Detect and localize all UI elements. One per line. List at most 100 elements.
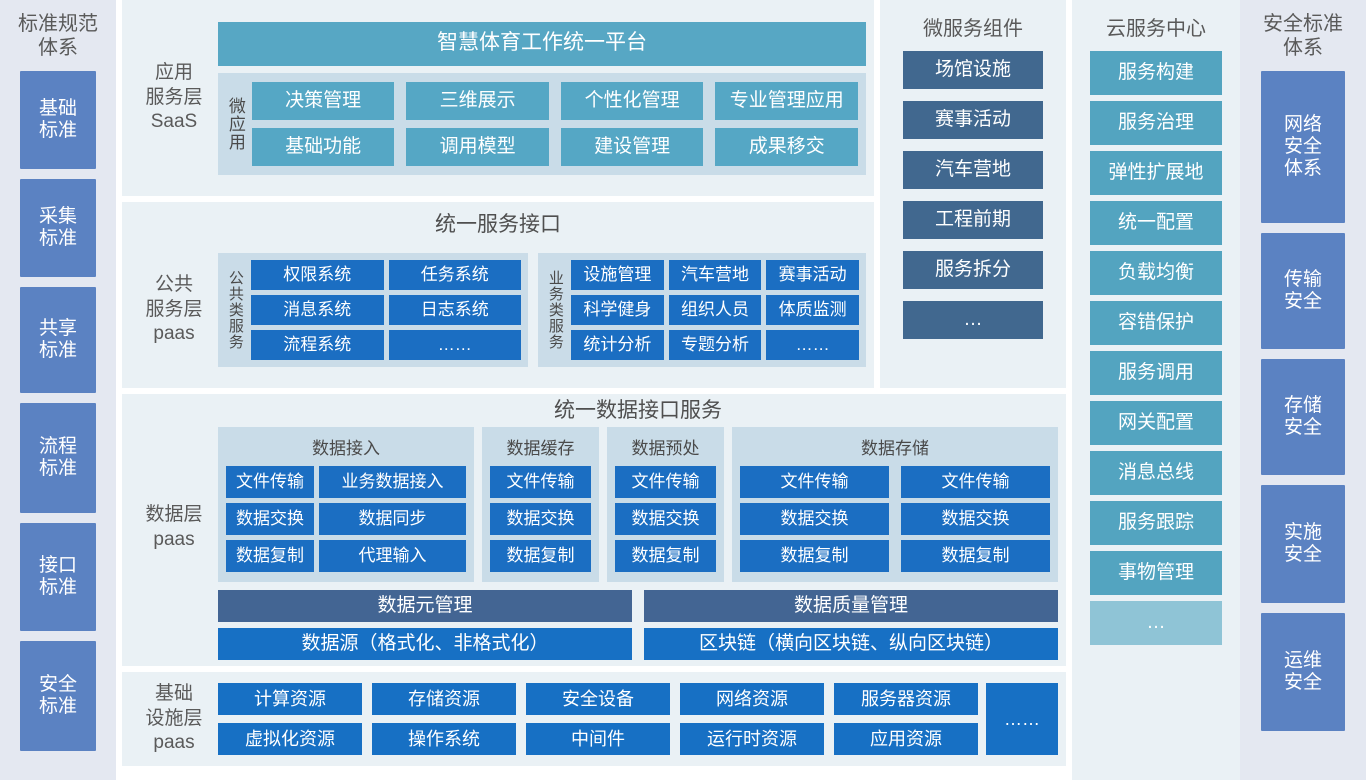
data-source-bar[interactable]: 数据源（格式化、非格式化） bbox=[218, 627, 632, 660]
infra-security-device[interactable]: 安全设备 bbox=[526, 683, 670, 715]
infra-storage-resource[interactable]: 存储资源 bbox=[372, 683, 516, 715]
security-item-implementation-security[interactable]: 实施 安全 bbox=[1261, 484, 1345, 603]
data-source-bars: 数据源（格式化、非格式化） 区块链（横向区块链、纵向区块链） bbox=[218, 627, 1058, 660]
data-access-agent-input[interactable]: 代理输入 bbox=[319, 539, 466, 572]
unified-data-interface-title: 统一数据接口服务 bbox=[554, 398, 722, 422]
data-cache-data-replication[interactable]: 数据复制 bbox=[490, 539, 591, 572]
data-access-data-replication[interactable]: 数据复制 bbox=[226, 539, 314, 572]
sidebar-item-interface-standard[interactable]: 接口 标准 bbox=[20, 522, 96, 631]
unified-platform-banner[interactable]: 智慧体育工作统一平台 bbox=[218, 21, 866, 66]
right-sidebar-title-line-2: 体系 bbox=[1283, 37, 1323, 60]
service-log-system[interactable]: 日志系统 bbox=[388, 295, 521, 325]
security-item-operations-security[interactable]: 运维 安全 bbox=[1261, 612, 1345, 731]
micro-app-3d-display[interactable]: 三维展示 bbox=[406, 81, 549, 120]
infra-application-resource[interactable]: 应用资源 bbox=[834, 723, 978, 755]
infra-runtime-resource[interactable]: 运行时资源 bbox=[680, 723, 824, 755]
microservice-column-title: 微服务组件 bbox=[923, 18, 1023, 40]
microservice-event-activity[interactable]: 赛事活动 bbox=[903, 101, 1043, 139]
cloud-service-tracing[interactable]: 服务跟踪 bbox=[1090, 501, 1222, 545]
micro-app-decision-management[interactable]: 决策管理 bbox=[251, 81, 395, 120]
data-access-business-data[interactable]: 业务数据接入 bbox=[319, 465, 466, 498]
cloud-message-bus[interactable]: 消息总线 bbox=[1090, 451, 1222, 495]
cloud-elastic-scaling[interactable]: 弹性扩展地 bbox=[1090, 151, 1222, 195]
microservice-venue-facility[interactable]: 场馆设施 bbox=[903, 51, 1043, 89]
data-access-data-sync[interactable]: 数据同步 bbox=[319, 502, 466, 535]
cloud-service-governance[interactable]: 服务治理 bbox=[1090, 101, 1222, 145]
data-cache-data-exchange[interactable]: 数据交换 bbox=[490, 502, 591, 535]
service-event-activity[interactable]: 赛事活动 bbox=[766, 260, 859, 290]
cloud-gateway-config[interactable]: 网关配置 bbox=[1090, 401, 1222, 445]
data-storage-file-transfer-2[interactable]: 文件传输 bbox=[901, 465, 1050, 498]
data-preprocess-data-replication[interactable]: 数据复制 bbox=[615, 539, 716, 572]
cloud-more[interactable]: … bbox=[1090, 601, 1222, 645]
cloud-unified-config[interactable]: 统一配置 bbox=[1090, 201, 1222, 245]
service-thematic-analysis[interactable]: 专题分析 bbox=[668, 330, 762, 360]
service-permission-system[interactable]: 权限系统 bbox=[251, 260, 384, 290]
data-quality-management-bar[interactable]: 数据质量管理 bbox=[644, 589, 1058, 622]
infra-virtualization-resource[interactable]: 虚拟化资源 bbox=[218, 723, 362, 755]
sidebar-item-basic-standard[interactable]: 基础 标准 bbox=[20, 70, 96, 169]
left-sidebar-title: 标准规范 体系 bbox=[0, 6, 116, 71]
data-cache-grid: 文件传输 数据交换 数据复制 bbox=[490, 465, 591, 572]
service-process-system[interactable]: 流程系统 bbox=[251, 330, 384, 360]
micro-app-container: 微应用 决策管理 三维展示 个性化管理 专业管理应用 基础功能 调用模型 建设管… bbox=[218, 72, 866, 175]
security-item-transmission-security[interactable]: 传输 安全 bbox=[1261, 232, 1345, 349]
data-storage-data-exchange-1[interactable]: 数据交换 bbox=[740, 502, 889, 535]
cloud-service-invocation[interactable]: 服务调用 bbox=[1090, 351, 1222, 395]
data-preprocess-data-exchange[interactable]: 数据交换 bbox=[615, 502, 716, 535]
service-business-more[interactable]: …… bbox=[766, 330, 859, 360]
service-organization-personnel[interactable]: 组织人员 bbox=[668, 295, 762, 325]
service-scientific-fitness[interactable]: 科学健身 bbox=[571, 295, 664, 325]
infra-middleware[interactable]: 中间件 bbox=[526, 723, 670, 755]
service-physical-monitoring[interactable]: 体质监测 bbox=[766, 295, 859, 325]
data-storage-data-replication-1[interactable]: 数据复制 bbox=[740, 539, 889, 572]
data-layer-label: 数据层 paas bbox=[145, 504, 203, 550]
cloud-transaction-management[interactable]: 事物管理 bbox=[1090, 551, 1222, 595]
infra-compute-resource[interactable]: 计算资源 bbox=[218, 683, 362, 715]
cloud-fault-tolerance[interactable]: 容错保护 bbox=[1090, 301, 1222, 345]
service-car-camp[interactable]: 汽车营地 bbox=[668, 260, 762, 290]
micro-app-professional-management[interactable]: 专业管理应用 bbox=[715, 81, 858, 120]
service-message-system[interactable]: 消息系统 bbox=[251, 295, 384, 325]
infra-operating-system[interactable]: 操作系统 bbox=[372, 723, 516, 755]
microservice-service-split[interactable]: 服务拆分 bbox=[903, 251, 1043, 289]
left-sidebar-title-line-2: 体系 bbox=[38, 37, 78, 60]
data-storage-data-exchange-2[interactable]: 数据交换 bbox=[901, 502, 1050, 535]
micro-app-result-handover[interactable]: 成果移交 bbox=[715, 127, 858, 166]
data-cache-group: 数据缓存 文件传输 数据交换 数据复制 bbox=[482, 426, 599, 582]
cloud-service-build[interactable]: 服务构建 bbox=[1090, 51, 1222, 95]
microservice-project-preliminary[interactable]: 工程前期 bbox=[903, 201, 1043, 239]
sidebar-item-security-standard[interactable]: 安全 标准 bbox=[20, 640, 96, 751]
service-task-system[interactable]: 任务系统 bbox=[388, 260, 521, 290]
business-service-group: 业务类服务 设施管理 汽车营地 赛事活动 科学健身 组织人员 体质监测 统计分析 bbox=[538, 253, 866, 367]
data-layer: 数据层 paas 统一数据接口服务 数据接入 文件传输 业务数据接入 数据交换 … bbox=[122, 394, 1066, 666]
security-item-storage-security[interactable]: 存储 安全 bbox=[1261, 358, 1345, 475]
micro-app-basic-function[interactable]: 基础功能 bbox=[251, 127, 395, 166]
service-statistical-analysis[interactable]: 统计分析 bbox=[571, 330, 664, 360]
data-storage-data-replication-2[interactable]: 数据复制 bbox=[901, 539, 1050, 572]
infra-more[interactable]: …… bbox=[986, 683, 1058, 755]
micro-app-personalized-management[interactable]: 个性化管理 bbox=[560, 81, 704, 120]
security-item-network-security-system[interactable]: 网络 安全 体系 bbox=[1261, 70, 1345, 223]
service-common-more[interactable]: …… bbox=[388, 330, 521, 360]
unified-service-interface-title: 统一服务接口 bbox=[435, 213, 561, 236]
micro-app-construction-management[interactable]: 建设管理 bbox=[560, 127, 704, 166]
service-facility-management[interactable]: 设施管理 bbox=[571, 260, 664, 290]
metadata-management-bar[interactable]: 数据元管理 bbox=[218, 589, 632, 622]
data-storage-file-transfer-1[interactable]: 文件传输 bbox=[740, 465, 889, 498]
cloud-load-balancing[interactable]: 负载均衡 bbox=[1090, 251, 1222, 295]
microservice-more[interactable]: … bbox=[903, 301, 1043, 339]
data-access-data-exchange[interactable]: 数据交换 bbox=[226, 502, 314, 535]
infra-network-resource[interactable]: 网络资源 bbox=[680, 683, 824, 715]
infra-server-resource[interactable]: 服务器资源 bbox=[834, 683, 978, 715]
sidebar-item-process-standard[interactable]: 流程 标准 bbox=[20, 402, 96, 513]
data-preprocess-file-transfer[interactable]: 文件传输 bbox=[615, 465, 716, 498]
blockchain-bar[interactable]: 区块链（横向区块链、纵向区块链） bbox=[644, 627, 1058, 660]
data-storage-title: 数据存储 bbox=[861, 438, 929, 458]
sidebar-item-collection-standard[interactable]: 采集 标准 bbox=[20, 178, 96, 277]
sidebar-item-sharing-standard[interactable]: 共享 标准 bbox=[20, 286, 96, 393]
data-access-file-transfer[interactable]: 文件传输 bbox=[226, 465, 314, 498]
data-cache-file-transfer[interactable]: 文件传输 bbox=[490, 465, 591, 498]
micro-app-model-invocation[interactable]: 调用模型 bbox=[406, 127, 549, 166]
microservice-car-camp[interactable]: 汽车营地 bbox=[903, 151, 1043, 189]
